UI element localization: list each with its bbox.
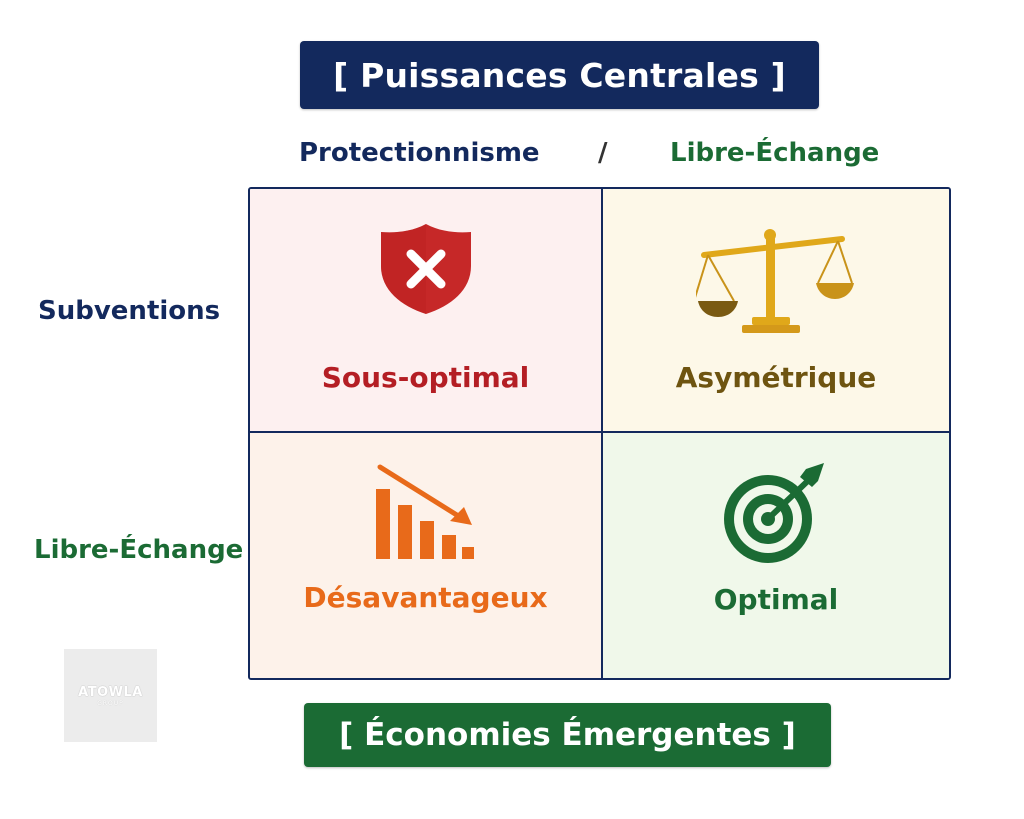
watermark-logo-subtext: GROUP — [97, 699, 124, 707]
bottom-banner: [ Économies Émergentes ] — [304, 703, 831, 767]
top-banner-title: [ Puissances Centrales ] — [333, 55, 786, 95]
cell-label-desavantageux: Désavantageux — [303, 581, 548, 614]
bottom-banner-title: [ Économies Émergentes ] — [339, 717, 796, 753]
cell-sous-optimal: Sous-optimal — [250, 189, 603, 433]
cell-desavantageux: Désavantageux — [250, 433, 603, 678]
cell-label-sous-optimal: Sous-optimal — [321, 361, 530, 394]
cell-label-optimal: Optimal — [713, 583, 839, 616]
cell-label-asymetrique: Asymétrique — [675, 361, 877, 394]
column-separator: / — [598, 138, 608, 168]
column-label-protectionnisme: Protectionnisme — [299, 138, 540, 168]
target-arrow-icon — [724, 463, 824, 563]
watermark-logo: ATOWLA GROUP — [64, 649, 157, 742]
top-banner: [ Puissances Centrales ] — [300, 41, 819, 109]
declining-bar-chart-icon — [375, 464, 474, 559]
column-label-libre-echange: Libre-Échange — [670, 138, 880, 168]
row-label-subventions: Subventions — [38, 296, 221, 326]
shield-x-icon — [380, 224, 471, 314]
cell-optimal: Optimal — [603, 433, 949, 678]
row-label-libre-echange: Libre-Échange — [34, 535, 244, 565]
balance-scale-icon — [696, 229, 854, 333]
watermark-logo-text: ATOWLA — [78, 684, 143, 700]
cell-asymetrique: Asymétrique — [603, 189, 949, 433]
outcome-matrix: Sous-optimal Asymétrique — [248, 187, 951, 680]
